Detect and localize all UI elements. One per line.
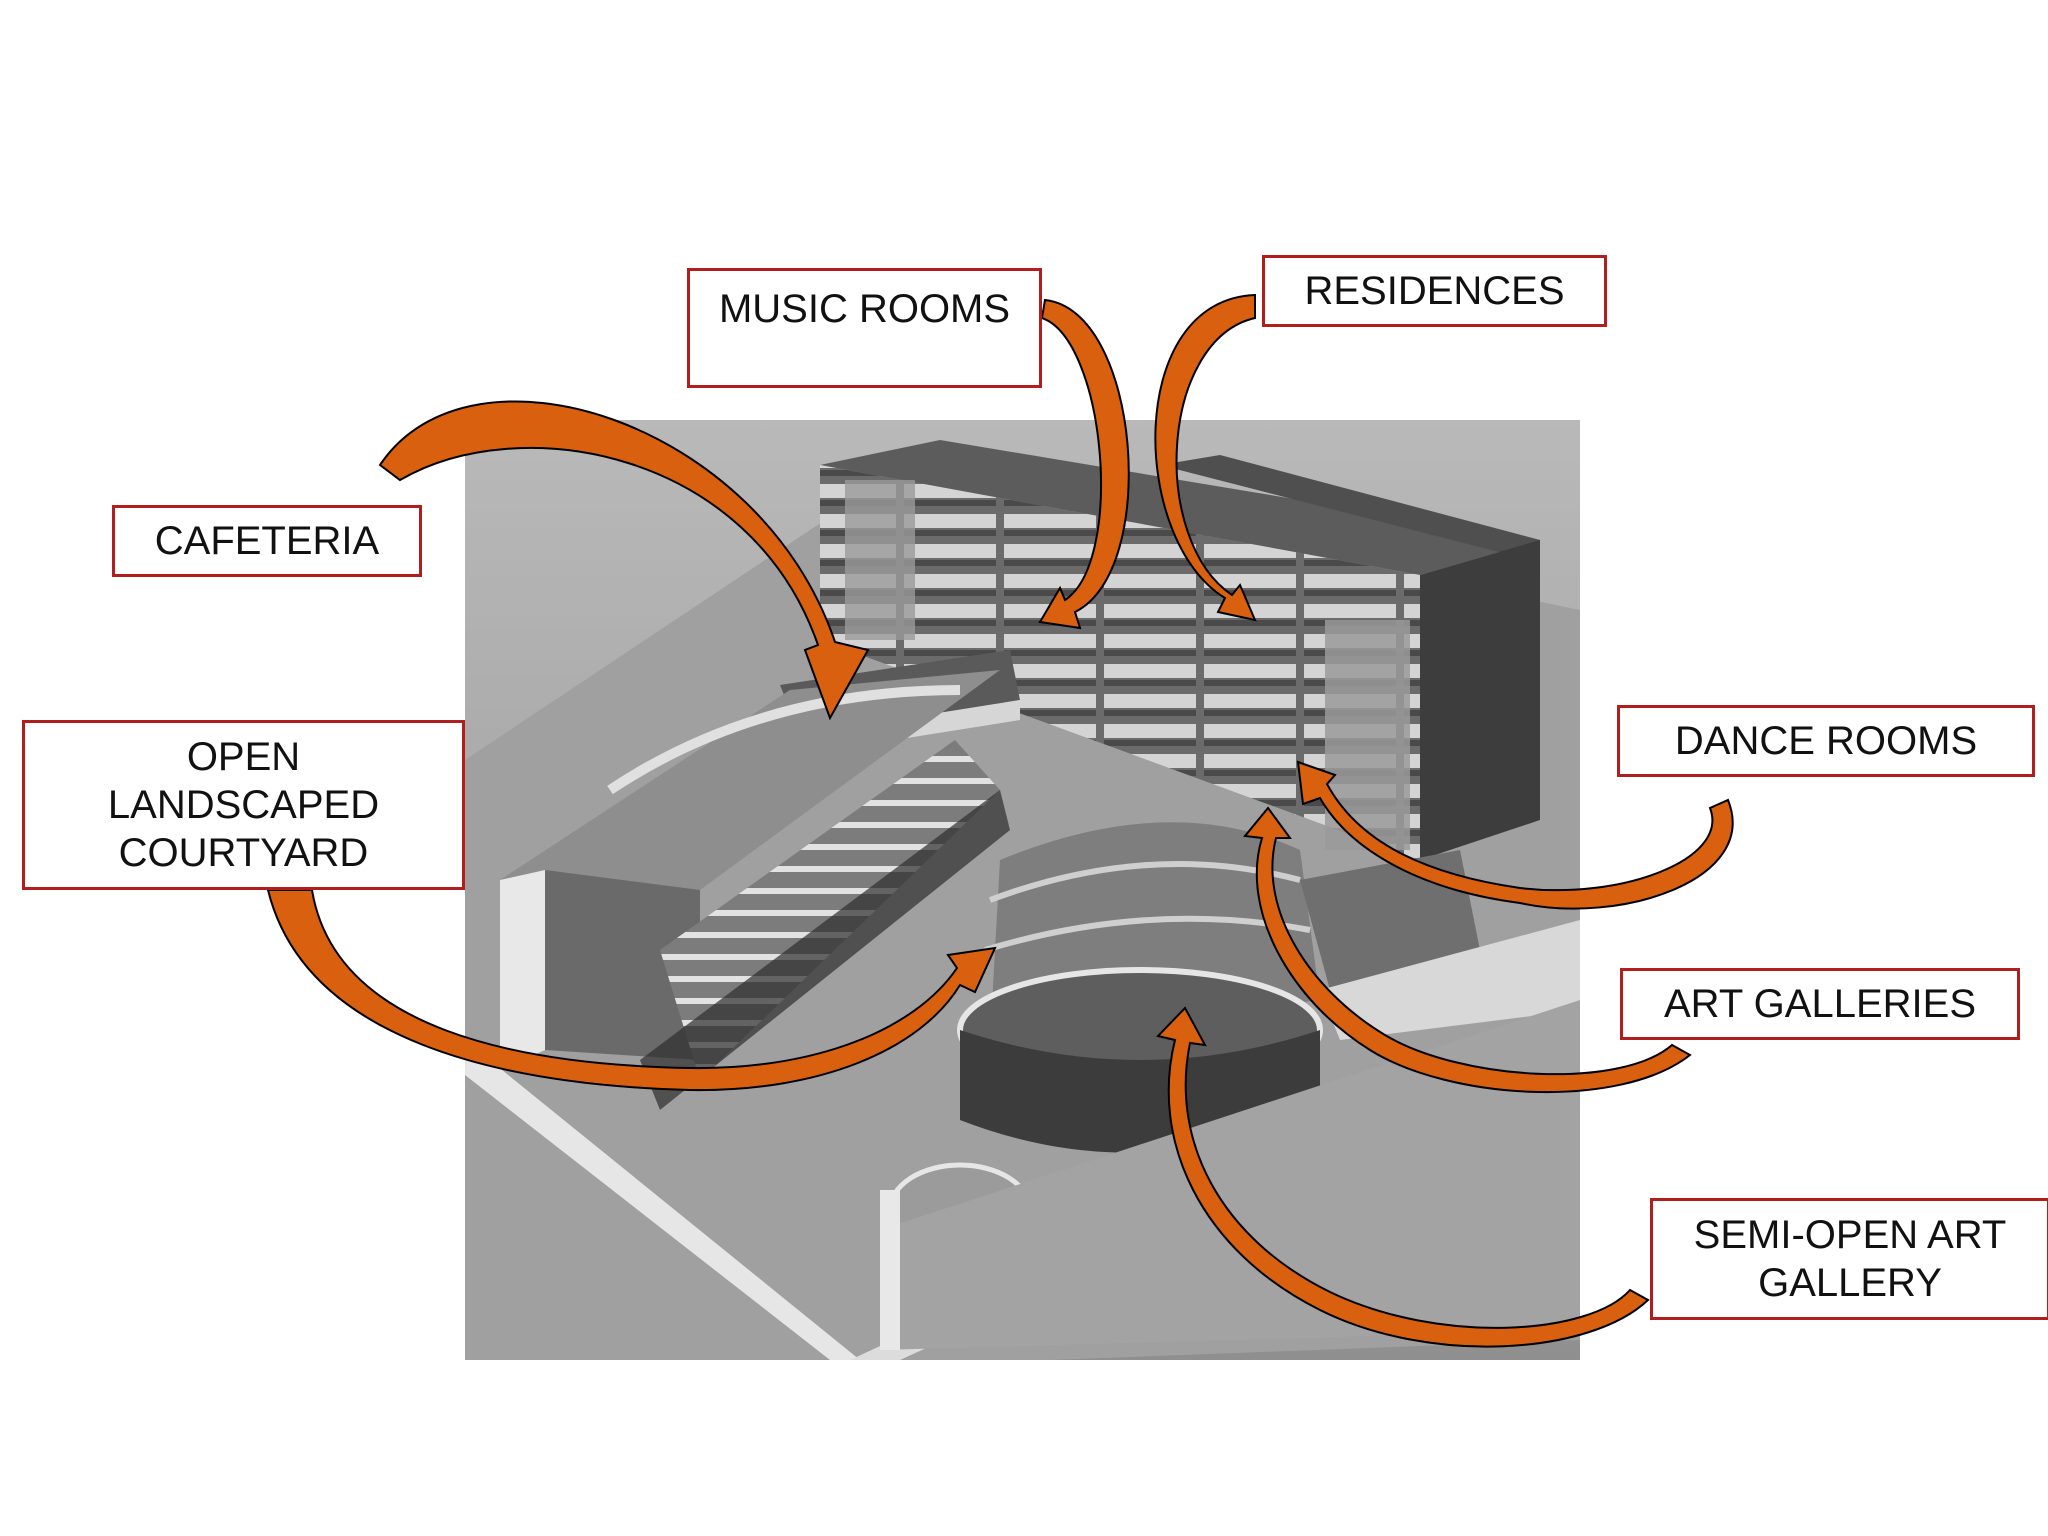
label-dance-rooms: DANCE ROOMS	[1617, 705, 2035, 777]
label-cafeteria: CAFETERIA	[112, 505, 422, 577]
label-music-rooms-text: MUSIC ROOMS	[718, 287, 1011, 331]
main-block-facade	[820, 465, 1420, 860]
label-music-rooms: MUSIC ROOMS	[687, 268, 1042, 388]
label-cafeteria-text: CAFETERIA	[154, 519, 380, 563]
label-open-courtyard: OPEN LANDSCAPED COURTYARD	[22, 720, 465, 890]
label-residences: RESIDENCES	[1262, 255, 1607, 327]
label-semi-open-gallery: SEMI-OPEN ART GALLERY	[1650, 1198, 2048, 1320]
label-art-galleries-text: ART GALLERIES	[1664, 982, 1976, 1026]
base-edge	[465, 1040, 860, 1360]
label-open-courtyard-text: OPEN LANDSCAPED COURTYARD	[107, 735, 380, 875]
main-block-side	[1420, 540, 1540, 860]
gallery-wing-end	[500, 870, 545, 1070]
gallery-wing-roof	[500, 670, 1000, 890]
label-semi-open-gallery-text: SEMI-OPEN ART GALLERY	[1693, 1213, 2007, 1305]
label-residences-text: RESIDENCES	[1304, 269, 1565, 313]
label-dance-rooms-text: DANCE ROOMS	[1674, 719, 1978, 763]
label-art-galleries: ART GALLERIES	[1620, 968, 2020, 1040]
